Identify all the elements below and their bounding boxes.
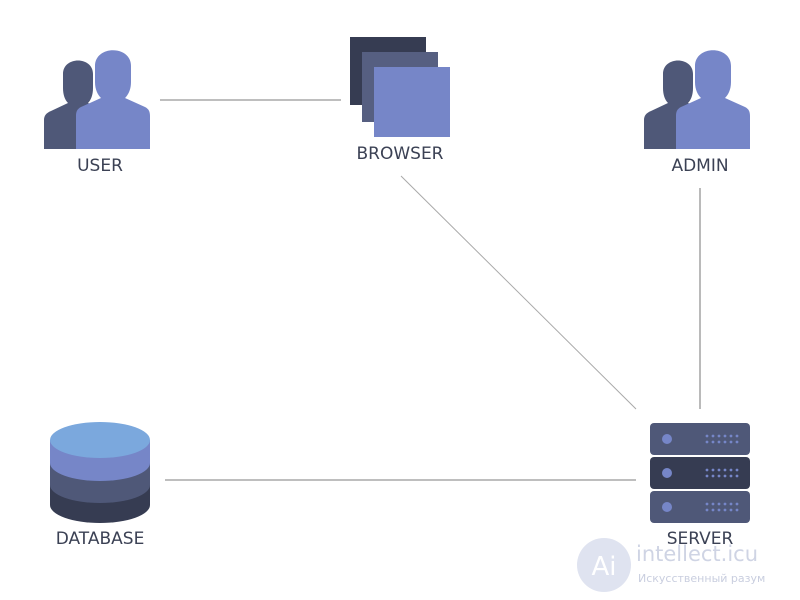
browser-label: BROWSER — [356, 144, 443, 164]
database-node: DATABASE — [50, 422, 150, 549]
user-group-icon — [44, 50, 150, 149]
watermark-tagline: Искусственный разум — [638, 572, 765, 585]
watermark-logo: Ai — [577, 538, 631, 592]
server-node: SERVER — [650, 423, 750, 549]
browser-node: BROWSER — [350, 37, 450, 164]
admin-label: ADMIN — [671, 156, 728, 176]
watermark-logo-letters: Ai — [591, 552, 616, 582]
edge-browser-server — [400, 175, 637, 410]
user-node: USER — [44, 50, 150, 176]
server-rack-icon — [650, 423, 750, 523]
browser-windows-icon — [350, 37, 450, 137]
server-label: SERVER — [667, 529, 734, 549]
database-icon — [50, 422, 150, 523]
database-label: DATABASE — [56, 529, 145, 549]
admin-node: ADMIN — [644, 50, 750, 176]
user-group-icon — [644, 50, 750, 149]
watermark: Ai intellect.icu Искусственный разум — [577, 538, 765, 592]
connectors — [160, 99, 701, 481]
watermark-brand: intellect.icu — [636, 542, 758, 566]
user-label: USER — [77, 156, 123, 176]
